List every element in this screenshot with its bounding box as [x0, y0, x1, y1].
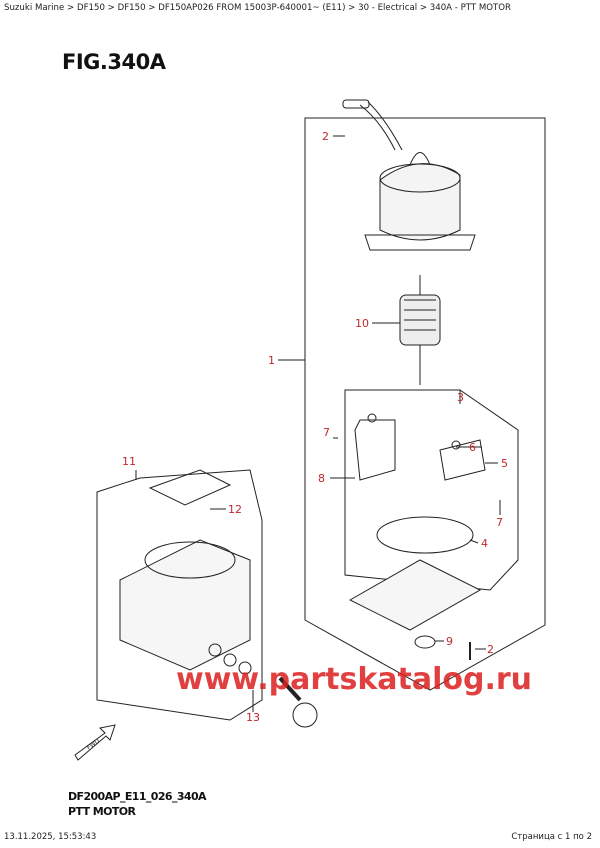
callout-9: 9 [446, 635, 453, 648]
figure-title: PTT MOTOR [68, 805, 136, 818]
breadcrumb: Suzuki Marine > DF150 > DF150 > DF150AP0… [4, 3, 512, 13]
callout-3: 3 [457, 391, 464, 404]
brush-holder [348, 413, 486, 631]
fwd-arrow-icon: FWD [74, 724, 116, 761]
figure-label: FIG.340A [62, 50, 166, 74]
part-9 [414, 635, 436, 649]
callout-8: 8 [318, 472, 325, 485]
callout-13: 13 [246, 711, 260, 724]
callout-4: 4 [481, 537, 488, 550]
page-number: Страница с 1 по 2 [511, 832, 592, 842]
callout-6: 6 [469, 441, 476, 454]
callout-5: 5 [501, 457, 508, 470]
timestamp: 13.11.2025, 15:53:43 [4, 832, 97, 842]
figure-code: DF200AP_E11_026_340A [68, 790, 207, 803]
callout-12: 12 [228, 503, 242, 516]
callout-1: 1 [268, 354, 275, 367]
callout-11: 11 [122, 455, 136, 468]
callout-2b: 2 [487, 643, 494, 656]
motor-housing [342, 99, 476, 251]
callout-7: 7 [323, 426, 330, 439]
callout-2: 2 [322, 130, 329, 143]
armature [399, 275, 441, 385]
frame-11 [96, 469, 263, 721]
watermark: www.partskatalog.ru [176, 662, 533, 697]
callout-7b: 7 [496, 516, 503, 529]
callout-10: 10 [355, 317, 369, 330]
pump-body [119, 469, 318, 728]
frame-1 [304, 117, 546, 691]
